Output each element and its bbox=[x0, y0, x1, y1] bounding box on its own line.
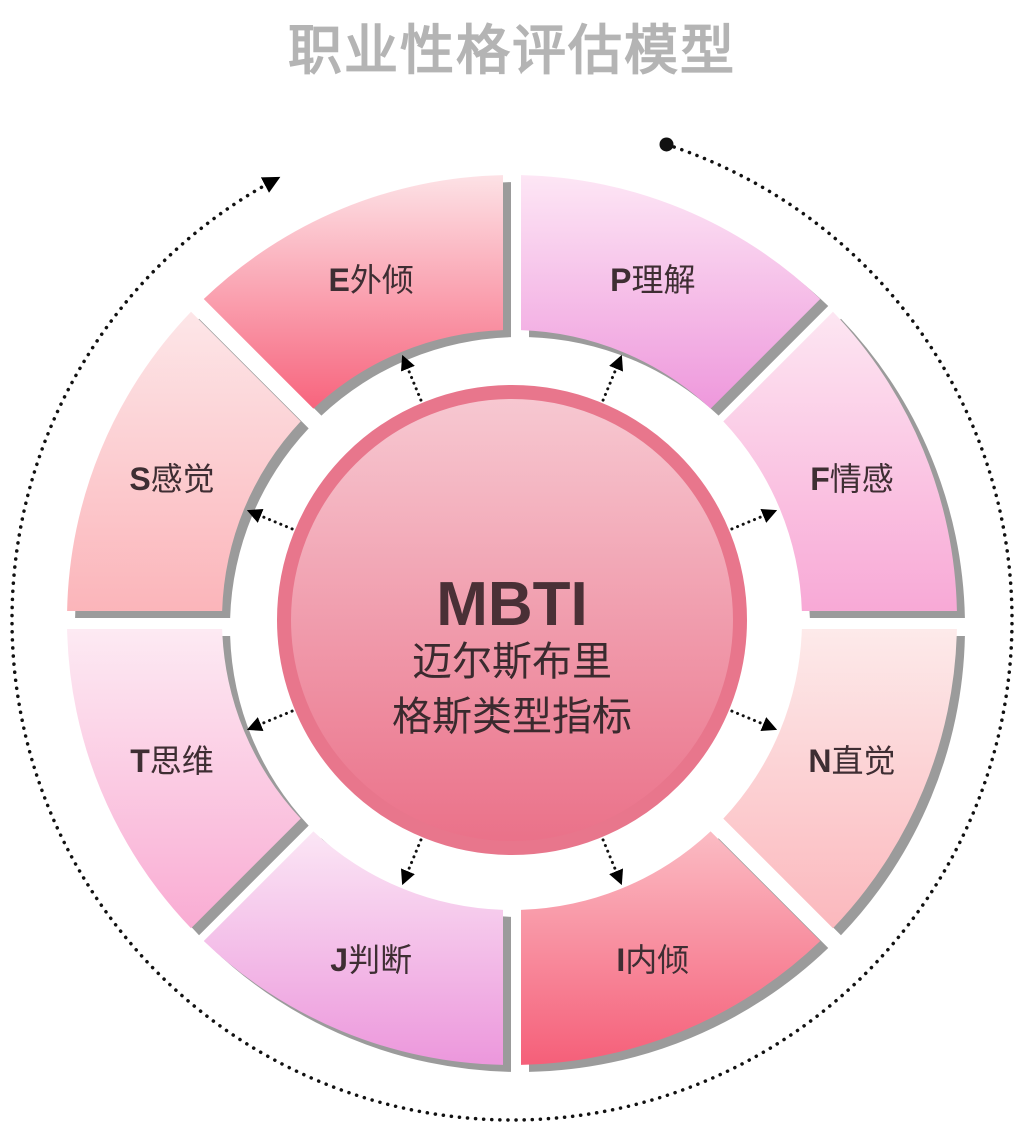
segment-letter: I bbox=[616, 942, 625, 978]
segment-text: 直觉 bbox=[832, 742, 896, 780]
center-line-2: 格斯类型指标 bbox=[392, 694, 632, 740]
segment-n: N直觉 bbox=[723, 629, 965, 936]
page-title: 职业性格评估模型 bbox=[288, 19, 736, 82]
segment-label: N直觉 bbox=[808, 742, 895, 780]
segment-f: F情感 bbox=[723, 311, 965, 618]
segment-shape bbox=[203, 831, 503, 1065]
segment-letter: P bbox=[610, 262, 631, 298]
segment-shape bbox=[521, 175, 821, 409]
segment-text: 内倾 bbox=[625, 941, 689, 979]
segment-shape bbox=[723, 629, 957, 929]
segment-shape bbox=[521, 831, 821, 1065]
segment-letter: N bbox=[808, 743, 831, 779]
connector-arrow-n bbox=[730, 709, 778, 732]
segment-letter: J bbox=[330, 942, 348, 978]
segment-label: E外倾 bbox=[328, 261, 413, 299]
segment-s: S感觉 bbox=[67, 311, 309, 618]
connector-arrow-e bbox=[400, 354, 423, 402]
segment-text: 思维 bbox=[150, 742, 214, 780]
segment-letter: T bbox=[130, 743, 150, 779]
segment-e: E外倾 bbox=[203, 175, 511, 416]
segment-label: P理解 bbox=[610, 261, 695, 299]
cycle-dotted-arc bbox=[10, 142, 1014, 1122]
segment-shape bbox=[67, 311, 301, 611]
cycle-arrow bbox=[10, 137, 1014, 1122]
center-line-1: 迈尔斯布里 bbox=[412, 639, 612, 685]
segment-p: P理解 bbox=[521, 175, 829, 416]
center-circle-fill bbox=[277, 385, 747, 855]
segment-t: T思维 bbox=[67, 629, 309, 936]
segment-j: J判断 bbox=[203, 831, 511, 1072]
center-heading: MBTI bbox=[436, 570, 588, 639]
connector-arrow-j bbox=[400, 838, 423, 886]
segment-label: I内倾 bbox=[616, 941, 689, 979]
segment-shape bbox=[723, 311, 957, 611]
connector-arrow-s bbox=[246, 508, 294, 531]
segment-label: S感觉 bbox=[129, 460, 214, 498]
segment-shape bbox=[203, 175, 503, 409]
connector-arrow-t bbox=[246, 709, 294, 732]
segment-text: 感觉 bbox=[151, 460, 215, 498]
segment-text: 外倾 bbox=[350, 261, 414, 299]
segment-i: I内倾 bbox=[521, 831, 829, 1072]
segment-letter: F bbox=[810, 461, 830, 497]
segment-label: F情感 bbox=[810, 460, 894, 498]
segment-text: 情感 bbox=[830, 460, 894, 498]
connector-arrow-i bbox=[601, 838, 624, 886]
segment-label: T思维 bbox=[130, 742, 214, 780]
segment-letter: E bbox=[328, 262, 349, 298]
segment-text: 理解 bbox=[631, 261, 695, 299]
connector-arrow-p bbox=[601, 354, 624, 402]
connector-arrow-f bbox=[730, 508, 778, 531]
center-circle: MBTI 迈尔斯布里 格斯类型指标 bbox=[277, 385, 747, 855]
segment-text: 判断 bbox=[348, 941, 412, 979]
segment-label: J判断 bbox=[330, 941, 412, 979]
segment-shape bbox=[67, 629, 301, 929]
segment-letter: S bbox=[129, 461, 150, 497]
cycle-start-dot bbox=[659, 137, 674, 152]
